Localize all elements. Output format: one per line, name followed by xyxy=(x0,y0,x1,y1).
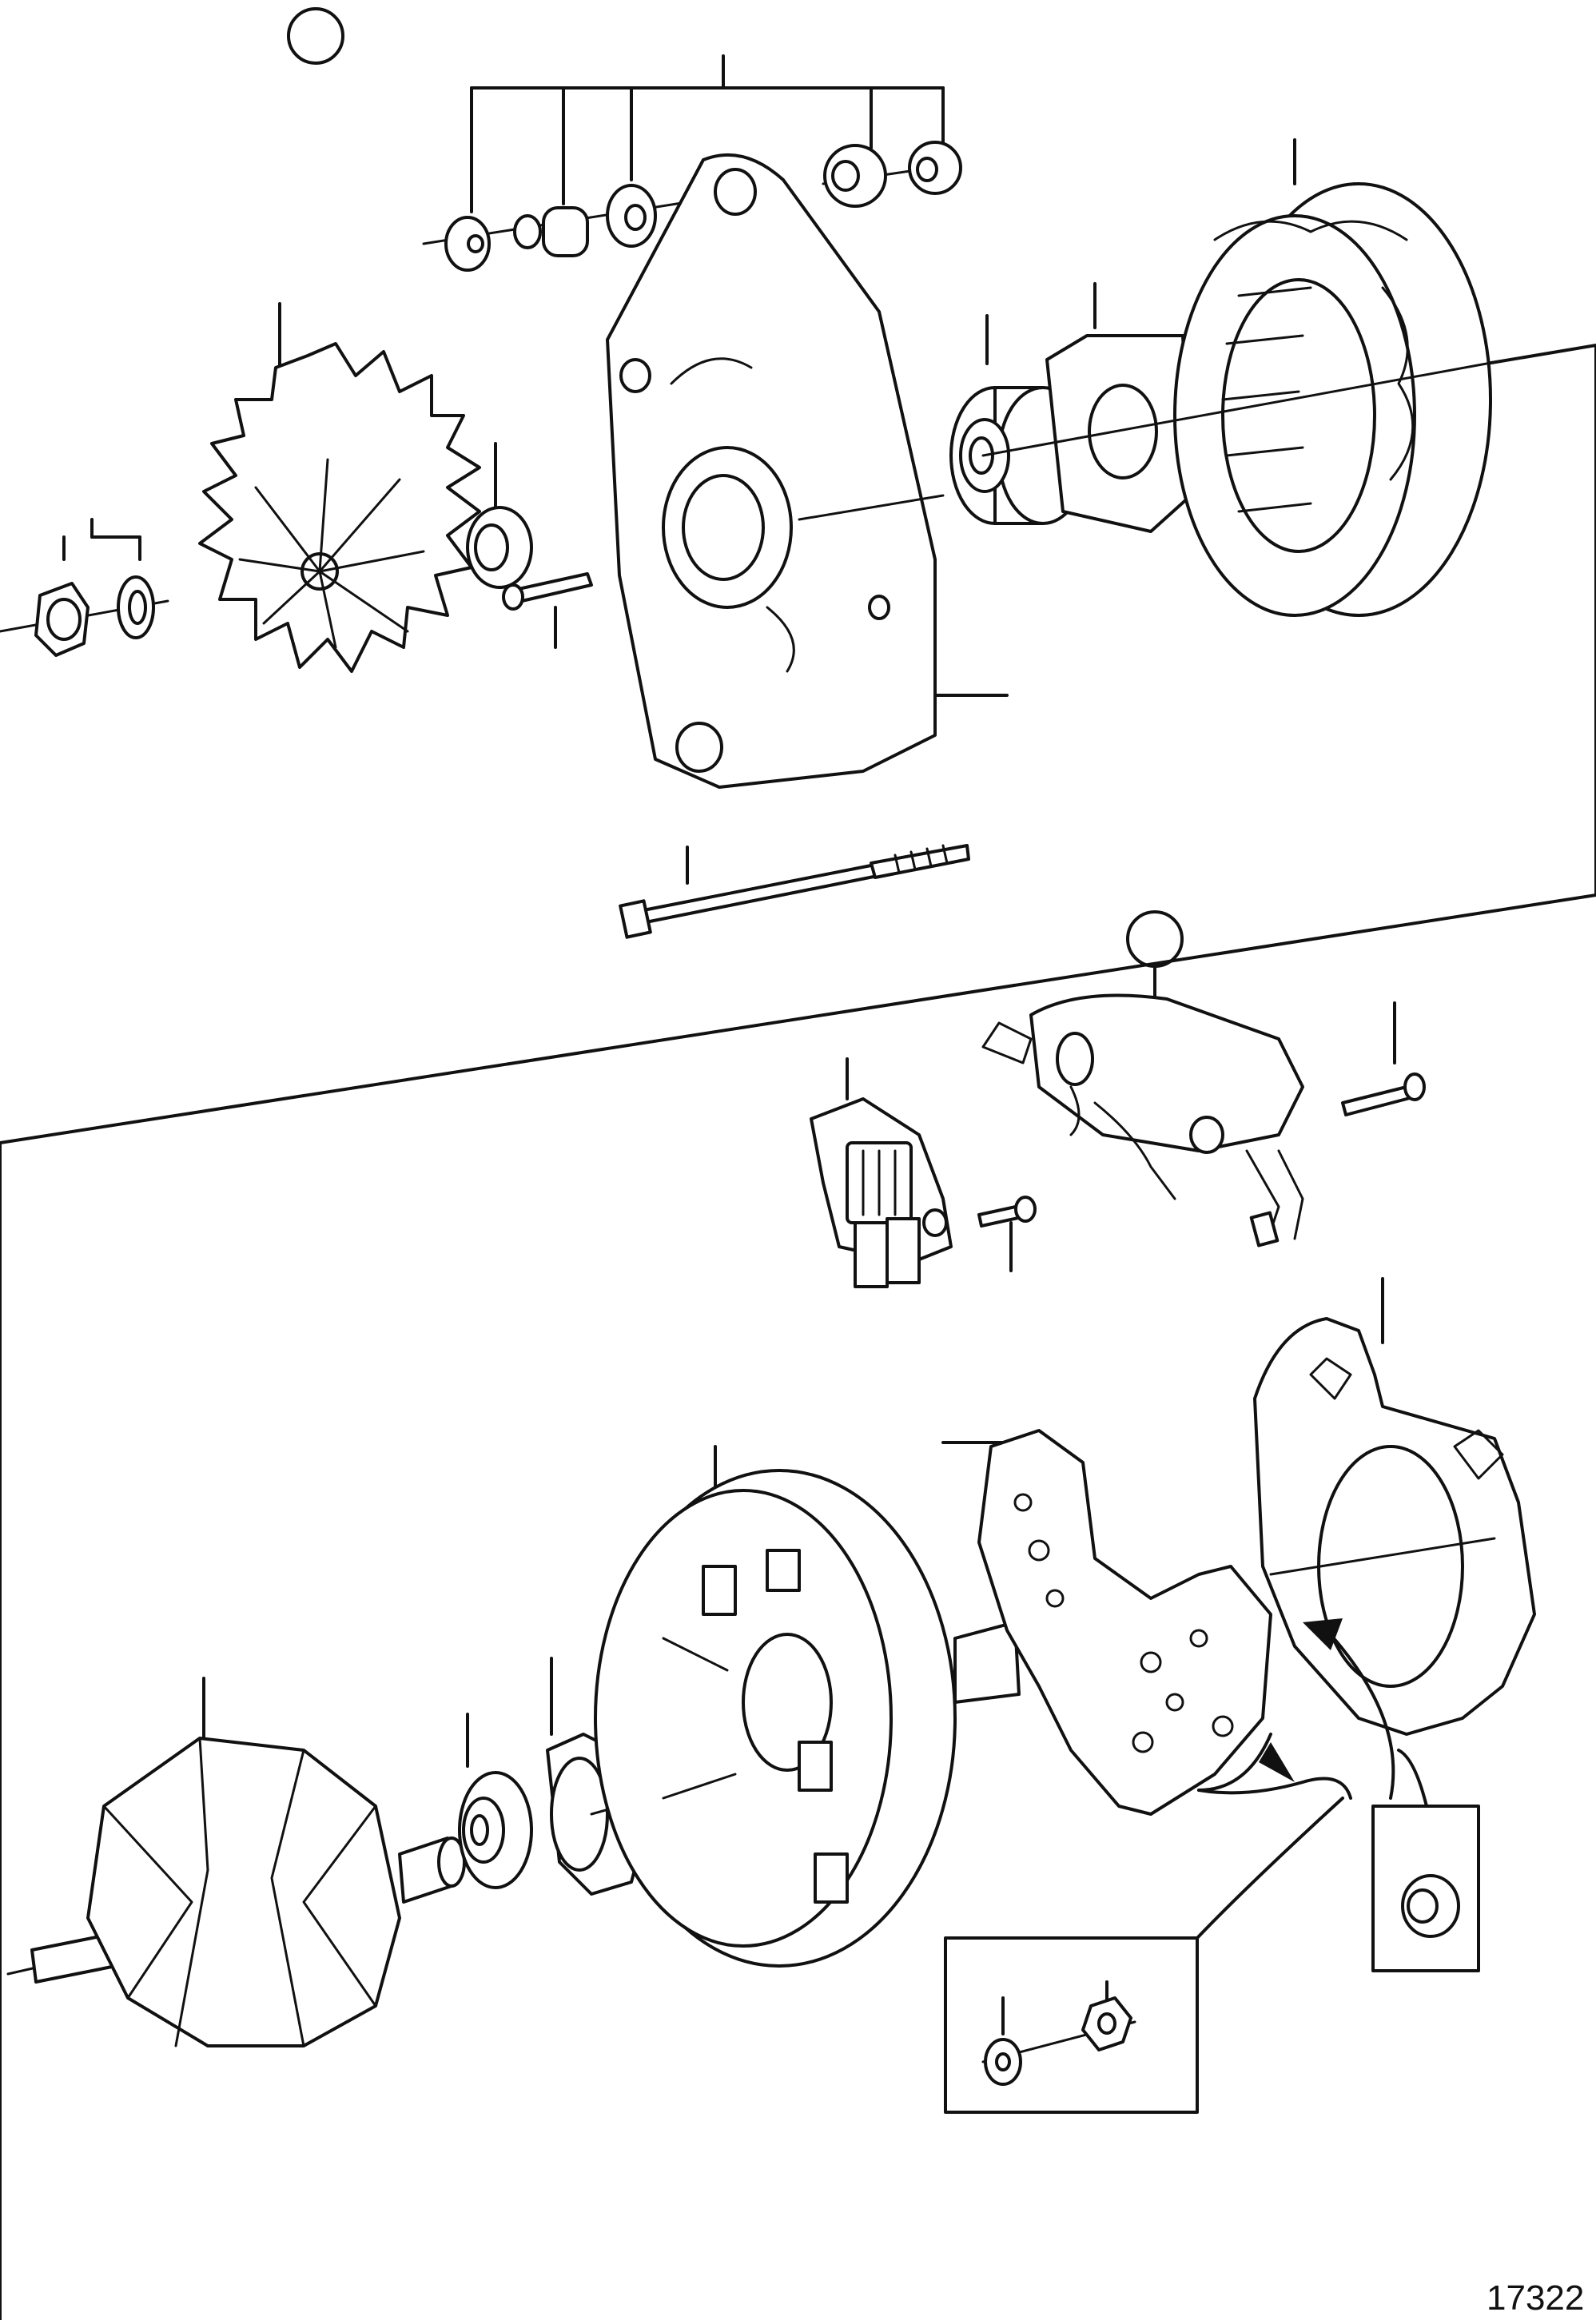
rectifier-cover xyxy=(1253,1277,1536,1736)
bottom-group xyxy=(0,910,1536,2320)
fan xyxy=(198,302,481,673)
top-group-frame xyxy=(0,344,1596,1144)
ball-bearing-bottom xyxy=(458,1713,533,1889)
stator xyxy=(981,138,1492,617)
bearing-cover-plate xyxy=(1045,282,1192,533)
group-marker-top-icon xyxy=(287,7,344,65)
screw-brush-holder xyxy=(1341,1001,1426,1116)
arrow-to-rectifier-icon xyxy=(1197,1733,1352,1800)
sleeve-bushing xyxy=(542,206,589,257)
through-bolt xyxy=(619,844,970,939)
ball-bearing-top xyxy=(949,314,1089,525)
drive-end-shield xyxy=(606,153,1009,789)
screw-regulator xyxy=(977,1196,1037,1272)
slip-ring-end-shield xyxy=(594,1445,1021,1968)
bushing-row xyxy=(422,141,962,272)
inset-washer-nut xyxy=(944,1797,1344,2114)
washer-small-2 xyxy=(513,214,542,249)
spacer-ring xyxy=(466,442,533,589)
nut-washer-left xyxy=(0,518,169,657)
top-group xyxy=(0,7,1596,1144)
screw-top xyxy=(502,572,593,649)
inset-nut-single xyxy=(1371,1749,1480,1972)
arrow-to-cover-icon xyxy=(1303,1618,1395,1800)
brush-holder-leads xyxy=(981,993,1304,1248)
figure-reference-number: 17322 xyxy=(1487,2278,1584,2318)
group-marker-bottom-icon xyxy=(1126,910,1184,968)
bushing-kit-leaders xyxy=(470,54,945,213)
voltage-regulator xyxy=(810,1057,953,1288)
rectifier xyxy=(941,1429,1272,1816)
rotor xyxy=(6,1677,466,2047)
